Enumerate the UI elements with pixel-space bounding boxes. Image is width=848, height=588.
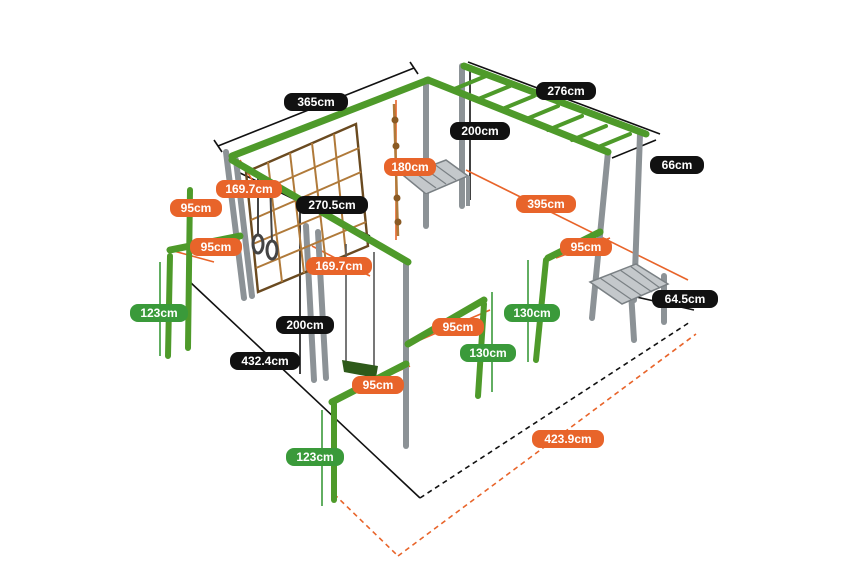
monkey-bar-rungs bbox=[450, 74, 632, 150]
svg-text:130cm: 130cm bbox=[469, 346, 506, 360]
svg-text:95cm: 95cm bbox=[363, 378, 394, 392]
label-169-a: 169.7cm bbox=[216, 180, 282, 198]
label-95-e: 95cm bbox=[352, 376, 404, 394]
svg-text:95cm: 95cm bbox=[443, 320, 474, 334]
label-95-c: 95cm bbox=[560, 238, 612, 256]
label-95-b: 95cm bbox=[190, 238, 242, 256]
svg-text:365cm: 365cm bbox=[297, 95, 334, 109]
label-64: 64.5cm bbox=[652, 290, 718, 308]
svg-text:270.5cm: 270.5cm bbox=[308, 198, 355, 212]
svg-text:169.7cm: 169.7cm bbox=[225, 182, 272, 196]
svg-text:95cm: 95cm bbox=[201, 240, 232, 254]
dim-line-bottom bbox=[419, 321, 691, 499]
dim-line-66 bbox=[611, 139, 657, 159]
label-130-b: 130cm bbox=[460, 344, 516, 362]
beam-top-back bbox=[228, 76, 432, 160]
platform-right bbox=[588, 263, 670, 305]
label-123-b: 123cm bbox=[286, 448, 344, 466]
dim-line-432 bbox=[189, 281, 421, 499]
label-95-d: 95cm bbox=[432, 318, 484, 336]
svg-text:169.7cm: 169.7cm bbox=[315, 259, 362, 273]
dim-line-423 bbox=[333, 493, 399, 557]
post-back-left bbox=[223, 149, 247, 301]
dim-line-395 bbox=[465, 169, 689, 281]
svg-text:95cm: 95cm bbox=[571, 240, 602, 254]
svg-text:432.4cm: 432.4cm bbox=[241, 354, 288, 368]
label-270: 270.5cm bbox=[296, 196, 368, 214]
svg-text:123cm: 123cm bbox=[296, 450, 333, 464]
label-395: 395cm bbox=[516, 195, 576, 213]
svg-text:130cm: 130cm bbox=[513, 306, 550, 320]
label-95-a: 95cm bbox=[170, 199, 222, 217]
svg-text:123cm: 123cm bbox=[140, 306, 177, 320]
label-423: 423.9cm bbox=[532, 430, 604, 448]
dimension-labels: 365cm 276cm 200cm 66cm 180cm 169.7cm 95c… bbox=[130, 82, 718, 466]
svg-text:200cm: 200cm bbox=[461, 124, 498, 138]
label-276: 276cm bbox=[536, 82, 596, 100]
label-432: 432.4cm bbox=[230, 352, 300, 370]
label-130-a: 130cm bbox=[504, 304, 560, 322]
svg-text:200cm: 200cm bbox=[286, 318, 323, 332]
post-mid-left bbox=[303, 223, 317, 383]
svg-text:395cm: 395cm bbox=[527, 197, 564, 211]
svg-text:64.5cm: 64.5cm bbox=[665, 292, 706, 306]
label-169-b: 169.7cm bbox=[306, 257, 372, 275]
svg-text:66cm: 66cm bbox=[662, 158, 693, 172]
label-200-top: 200cm bbox=[450, 122, 510, 140]
monkey-bar-rail-a bbox=[424, 76, 612, 156]
svg-text:423.9cm: 423.9cm bbox=[544, 432, 591, 446]
svg-text:180cm: 180cm bbox=[391, 160, 428, 174]
label-180: 180cm bbox=[384, 158, 436, 176]
label-66: 66cm bbox=[650, 156, 704, 174]
label-123-a: 123cm bbox=[130, 304, 188, 322]
svg-text:95cm: 95cm bbox=[181, 201, 212, 215]
svg-text:276cm: 276cm bbox=[547, 84, 584, 98]
label-365: 365cm bbox=[284, 93, 348, 111]
label-200-mid: 200cm bbox=[276, 316, 334, 334]
